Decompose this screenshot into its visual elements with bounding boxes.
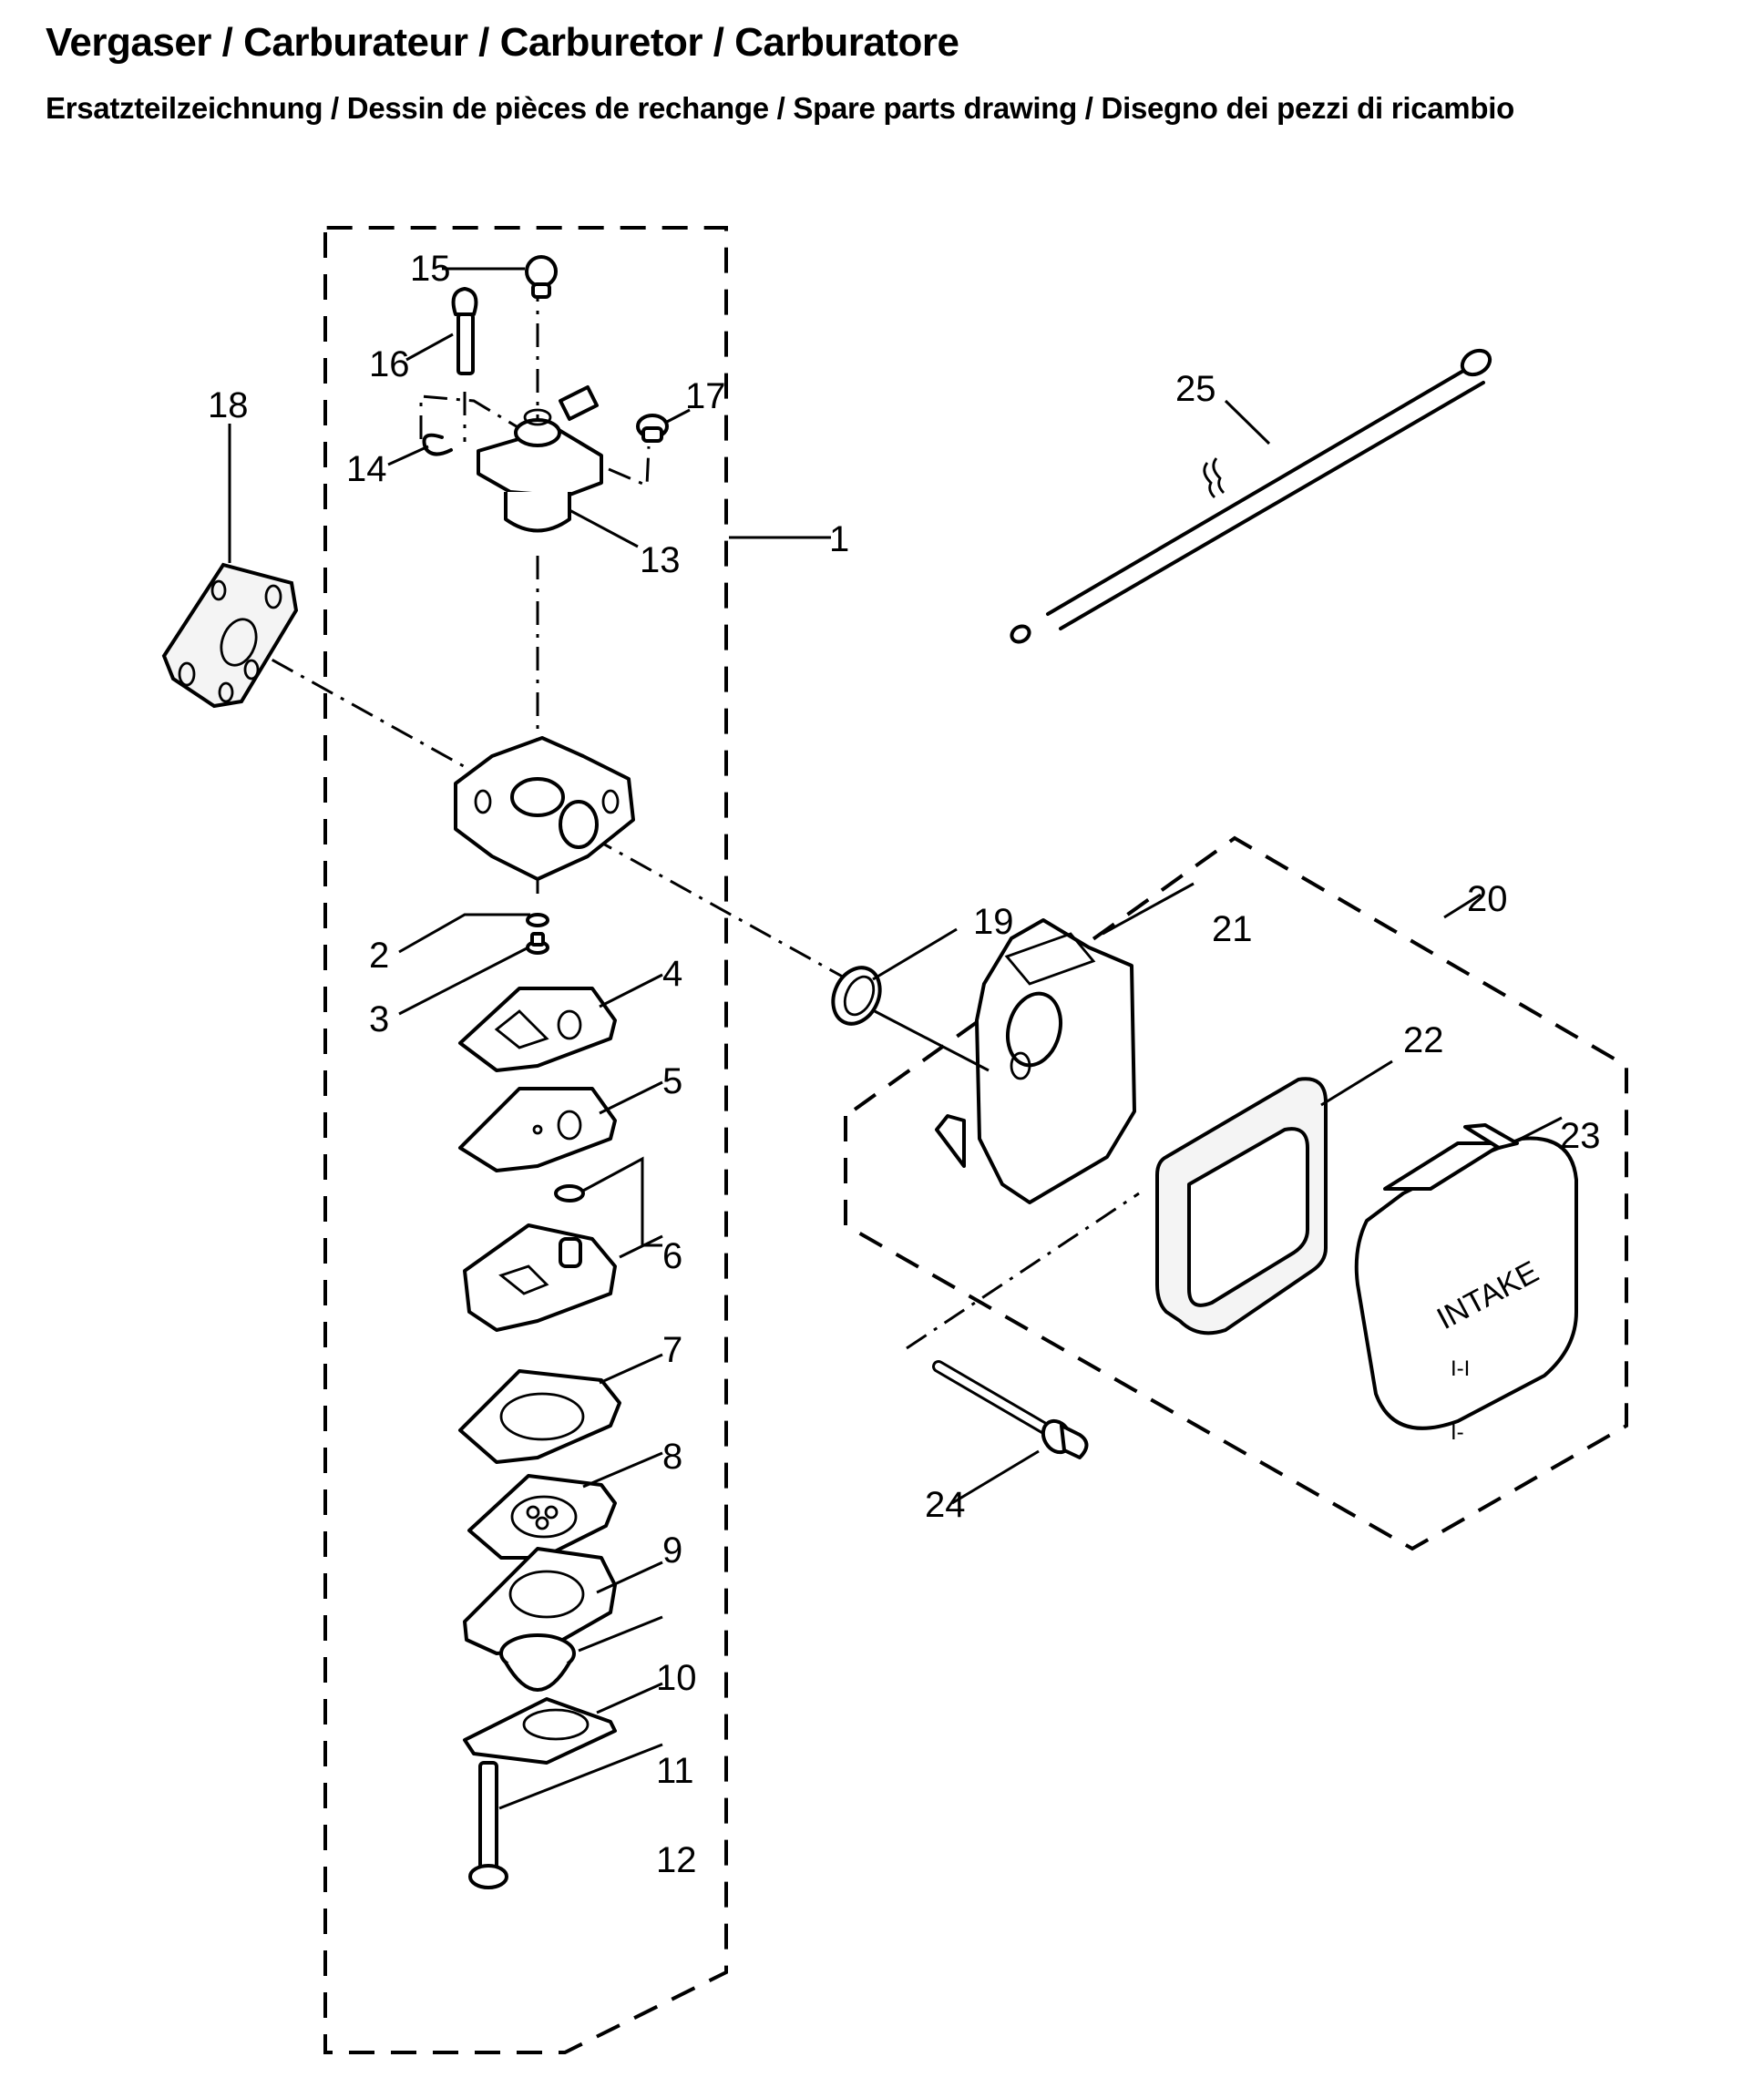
callout-3: 3 [369,999,389,1039]
callout-16: 16 [369,344,410,384]
part-15-screw [525,255,558,299]
leader-11 [596,1682,663,1714]
callout-25: 25 [1175,369,1216,409]
leader-2 [398,913,530,954]
assembly-20-outline [844,835,1628,1551]
part-6-pump-body [463,1184,617,1332]
callout-22: 22 [1403,1020,1444,1060]
callout-7: 7 [662,1330,682,1370]
part-14-clip [422,433,453,456]
part-13-throttle-housing [477,385,603,533]
part-9-cover [463,1547,617,1655]
axis-17 [608,445,651,488]
callout-14: 14 [346,449,387,489]
carburetor-body [454,736,635,881]
leader-19 [872,927,958,981]
callout-23: 23 [1560,1116,1601,1156]
page-subtitle: Ersatzteilzeichnung / Dessin de pièces d… [46,91,1514,125]
callout-6: 6 [662,1236,682,1276]
callout-19: 19 [973,902,1014,942]
part-22-foam-filter [1155,1077,1328,1336]
part-2-o-ring [526,913,549,927]
part-11-plate [463,1697,617,1765]
leader-21b [874,1009,990,1072]
part-23-filter-cover: INTAKE I-I I- [1354,1123,1578,1445]
callout-11: 11 [656,1751,694,1791]
part-10-primer-bulb [499,1633,576,1692]
callout-21: 21 [1212,909,1253,949]
leader-3 [398,946,529,1016]
leader-6 [582,1156,662,1247]
part-19-seal [831,966,882,1026]
axis-24 [906,1192,1140,1350]
leader-8 [582,1451,663,1489]
part-3-plug [526,932,549,955]
part-4-gasket [458,987,617,1072]
callout-17: 17 [685,376,726,416]
part-18-gasket [161,562,299,709]
leader-17 [666,408,691,424]
page-title: Vergaser / Carburateur / Carburetor / Ca… [46,20,959,65]
part-12-screw [468,1761,508,1889]
leader-9 [596,1561,663,1594]
leader-22 [1320,1059,1393,1107]
leader-23 [1516,1116,1563,1142]
callout-2: 2 [369,936,389,976]
leader-4 [599,973,663,1008]
axis-14 [419,394,520,439]
callout-10: 10 [656,1658,697,1698]
part-5-gasket [458,1087,617,1172]
callout-5: 5 [662,1061,682,1101]
part-8-diaphragm [467,1474,617,1560]
part-17-cap [636,414,669,443]
part-21-air-cleaner-base [935,918,1136,1204]
part-24-bolt [932,1360,1089,1459]
mark-low: I- [1451,1420,1464,1445]
callout-24: 24 [925,1485,966,1525]
leader-10 [578,1615,663,1653]
leader-25 [1224,399,1271,445]
leader-6b [619,1234,663,1259]
leader-5 [599,1080,663,1115]
callout-12: 12 [656,1840,697,1880]
leader-7 [599,1353,663,1385]
leader-12 [498,1743,663,1810]
leader-21 [1102,882,1195,936]
callout-9: 9 [662,1530,682,1571]
leader-14 [387,445,429,466]
callout-15: 15 [410,249,451,289]
leader-16 [405,333,454,362]
callout-18: 18 [208,385,249,425]
leader-24 [951,1449,1040,1505]
callout-1: 1 [829,519,849,559]
callout-8: 8 [662,1437,682,1477]
part-25-shaft [1010,348,1492,644]
part-16-screw [451,287,478,375]
callout-4: 4 [662,954,682,994]
part-7-gasket [458,1369,621,1464]
leader-20 [1443,893,1482,919]
assembly-1-outline [323,226,728,2054]
callout-20: 20 [1467,879,1508,919]
mark-high: I-I [1451,1356,1470,1381]
leader-13 [569,508,639,548]
callout-13: 13 [640,540,681,580]
